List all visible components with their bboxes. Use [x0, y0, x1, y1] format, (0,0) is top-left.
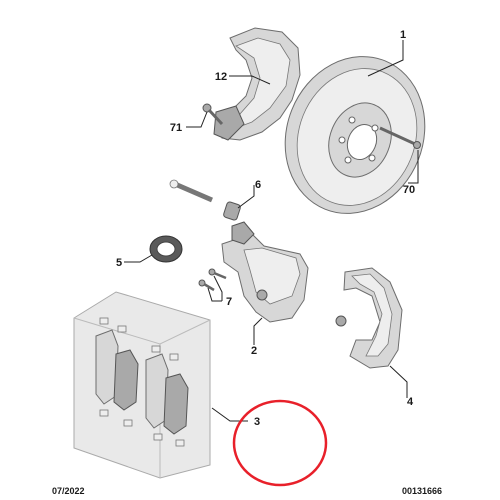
brake-disc-part[interactable] [262, 35, 448, 234]
caliper-bracket-part[interactable] [335, 267, 403, 369]
callout-70: 70 [403, 184, 415, 196]
guide-pin-part[interactable] [169, 179, 241, 221]
highlight-circle [232, 399, 328, 487]
callout-7: 7 [226, 296, 232, 308]
callout-2: 2 [251, 345, 257, 357]
callout-4: 4 [407, 396, 414, 408]
leader-lines [124, 40, 419, 422]
bleed-screws-part[interactable] [198, 268, 227, 292]
callout-1: 1 [400, 29, 406, 41]
footer-date: 07/2022 [52, 486, 85, 496]
seal-ring-part[interactable] [149, 235, 183, 263]
dust-shield-part[interactable] [213, 27, 301, 141]
callout-71: 71 [170, 122, 182, 134]
callout-5: 5 [116, 257, 122, 269]
callout-6: 6 [255, 179, 261, 191]
footer-reference: 00131666 [402, 486, 442, 496]
callout-3: 3 [254, 416, 260, 428]
callout-12: 12 [215, 71, 227, 83]
caliper-part[interactable] [221, 221, 309, 323]
disc-screw-part[interactable] [379, 126, 421, 149]
callout-labels: 1 12 71 70 6 5 7 2 4 3 [116, 29, 415, 428]
brake-pad-kit-part[interactable] [73, 291, 211, 479]
